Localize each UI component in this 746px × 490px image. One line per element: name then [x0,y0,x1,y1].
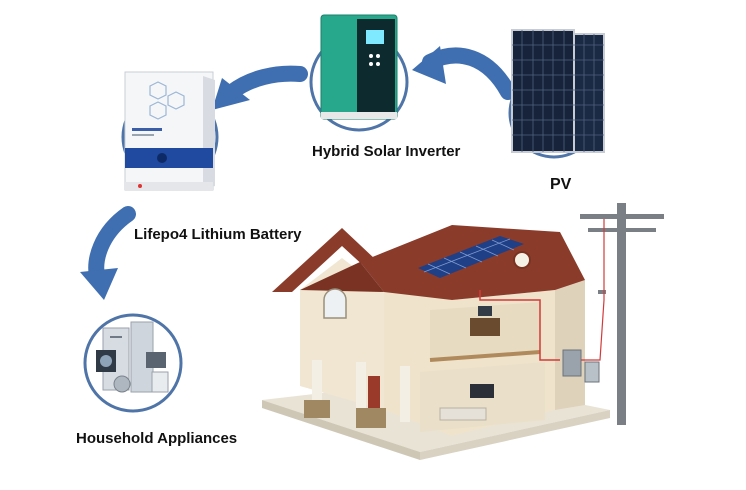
house-icon [262,225,610,460]
flow-arrow-inverter-to-battery [212,65,308,110]
utility-pole-icon [580,203,664,425]
battery-label: Lifepo4 Lithium Battery [134,226,302,243]
pv-label: PV [550,176,572,193]
flow-arrow-pv-to-inverter [412,46,516,100]
solar-panel-icon [511,29,605,153]
hybrid-inverter-icon [320,14,398,120]
inverter-label: Hybrid Solar Inverter [312,143,461,160]
pv-node [508,29,605,159]
lithium-battery-icon [124,71,215,191]
household-appliances-icon [96,321,169,393]
inverter-node [309,14,409,132]
appliances-label: Household Appliances [76,430,238,447]
battery-node [121,71,219,191]
appliances-node [83,313,183,413]
flow-arrow-battery-to-appliances [80,206,136,300]
